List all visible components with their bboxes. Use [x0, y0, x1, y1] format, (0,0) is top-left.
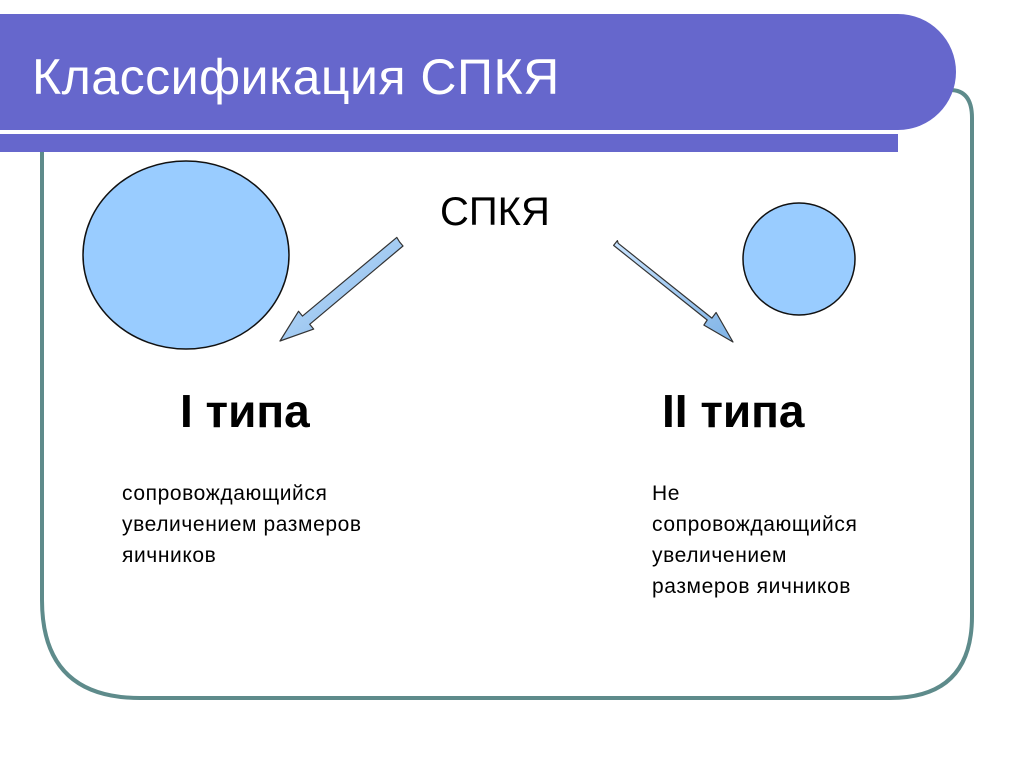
type-2-description-line: сопровождающийся: [652, 513, 858, 536]
slide-title: Классификация СПКЯ: [32, 49, 560, 105]
type-1-description-line: сопровождающийся: [122, 482, 328, 505]
type-1-description-line: увеличением размеров: [122, 513, 362, 536]
type-2-description-line: Не: [652, 482, 681, 505]
content-frame: [40, 88, 974, 700]
header-band-lower: [0, 134, 898, 152]
left-arrow: [279, 236, 404, 342]
type-1-description-line: яичников: [122, 544, 217, 567]
type-1-description: сопровождающийся увеличением размеров яи…: [122, 478, 422, 571]
type-1-heading: I типа: [180, 385, 310, 437]
type-2-description: Не сопровождающийся увеличением размеров…: [652, 478, 952, 602]
center-label: СПКЯ: [440, 190, 550, 234]
type-2-description-line: увеличением: [652, 544, 788, 567]
type-2-description-line: размеров яичников: [652, 575, 852, 598]
header-underline: [0, 130, 906, 134]
header-band: [0, 14, 956, 130]
right-arrow: [612, 240, 734, 343]
ovary-large-shape: [82, 160, 290, 350]
type-2-heading: II типа: [662, 385, 805, 437]
ovary-small-shape: [742, 202, 856, 316]
